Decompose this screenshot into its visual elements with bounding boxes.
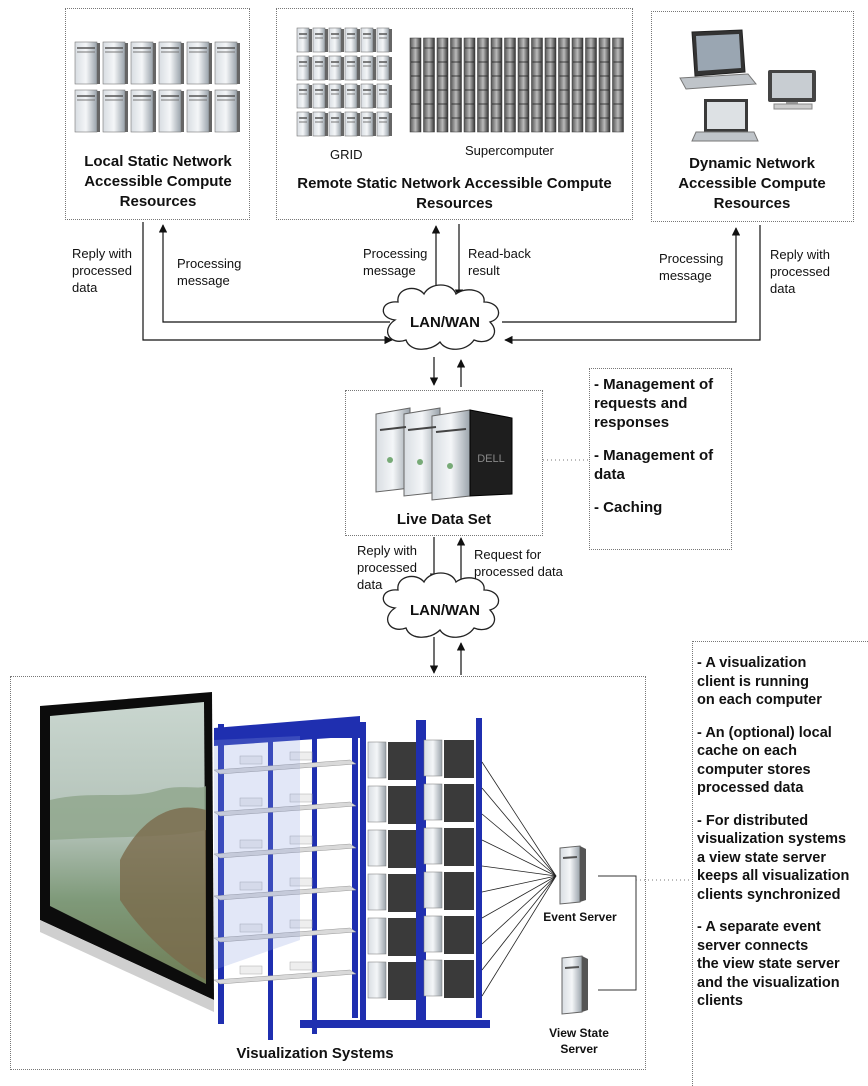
dell-logo: DELL	[477, 453, 505, 465]
live-data-set-title: Live Data Set	[396, 511, 492, 528]
dynamic-resources-title: Dynamic Network Accessible Compute Resou…	[678, 155, 826, 212]
readback-label: Read-back result	[468, 246, 531, 278]
projector-rack-icon	[213, 716, 360, 1040]
view-state-server-label: View State Server	[549, 1026, 609, 1056]
visualization-title: Visualization Systems	[236, 1045, 394, 1062]
visualization-notes: - A visualization client is running on e…	[697, 654, 867, 1025]
vis-note-4: - A separate event server connects the v…	[697, 919, 840, 1009]
live-note-1: - Management of requests and responses	[594, 376, 714, 431]
lan-wan-cloud-top	[382, 284, 500, 350]
lan-wan-bottom-label: LAN/WAN	[410, 602, 480, 619]
event-server-icon	[559, 845, 586, 905]
lan-wan-cloud-bottom	[382, 572, 500, 638]
server-link-line	[598, 875, 637, 991]
grid-label: GRID	[330, 147, 363, 162]
live-data-notes-box	[589, 368, 732, 550]
vis-note-3: - For distributed visualization systems …	[697, 812, 850, 903]
remote-resources-box	[276, 8, 633, 220]
visualization-notes-box	[692, 641, 868, 1086]
reply-live-label: Reply with processed data	[357, 543, 417, 592]
display-wall-icon	[40, 692, 214, 1012]
event-server-label: Event Server	[543, 910, 617, 924]
processing-left-label: Processing message	[177, 256, 242, 288]
grid-servers-icon	[296, 27, 392, 137]
live-data-set-box	[345, 390, 543, 536]
lan-wan-top-label: LAN/WAN	[410, 314, 480, 331]
processing-right-label: Processing message	[659, 251, 724, 283]
vis-note-1: - A visualization client is running on e…	[697, 655, 822, 708]
visualization-box	[10, 676, 646, 1070]
reply-right-label: Reply with processed data	[770, 247, 830, 296]
live-note-3: - Caching	[594, 499, 663, 516]
supercomputer-label: Supercomputer	[465, 143, 554, 158]
local-resources-box	[65, 8, 250, 220]
local-resources-title: Local Static Network Accessible Compute …	[84, 153, 232, 210]
live-data-server-icon: DELL	[375, 407, 513, 501]
view-state-server-icon	[561, 955, 588, 1015]
fan-lines	[481, 761, 557, 997]
request-live-label: Request for processed data	[474, 547, 563, 579]
reply-left-label: Reply with processed data	[72, 246, 132, 295]
laptop-icon-2	[691, 99, 759, 142]
remote-resources-title: Remote Static Network Accessible Compute…	[297, 175, 612, 212]
processing-mid-label: Processing message	[363, 246, 428, 278]
live-data-notes: - Management of requests and responses -…	[594, 375, 730, 531]
desktop-computer-icon	[768, 70, 816, 110]
vis-note-2: - An (optional) local cache on each comp…	[697, 724, 832, 797]
supercomputer-icon	[409, 37, 624, 133]
local-servers-icon	[74, 41, 240, 133]
live-note-2: - Management of data	[594, 447, 714, 483]
dynamic-resources-box	[651, 11, 854, 222]
cluster-rack-icon	[300, 718, 490, 1028]
laptop-icon	[679, 29, 757, 90]
